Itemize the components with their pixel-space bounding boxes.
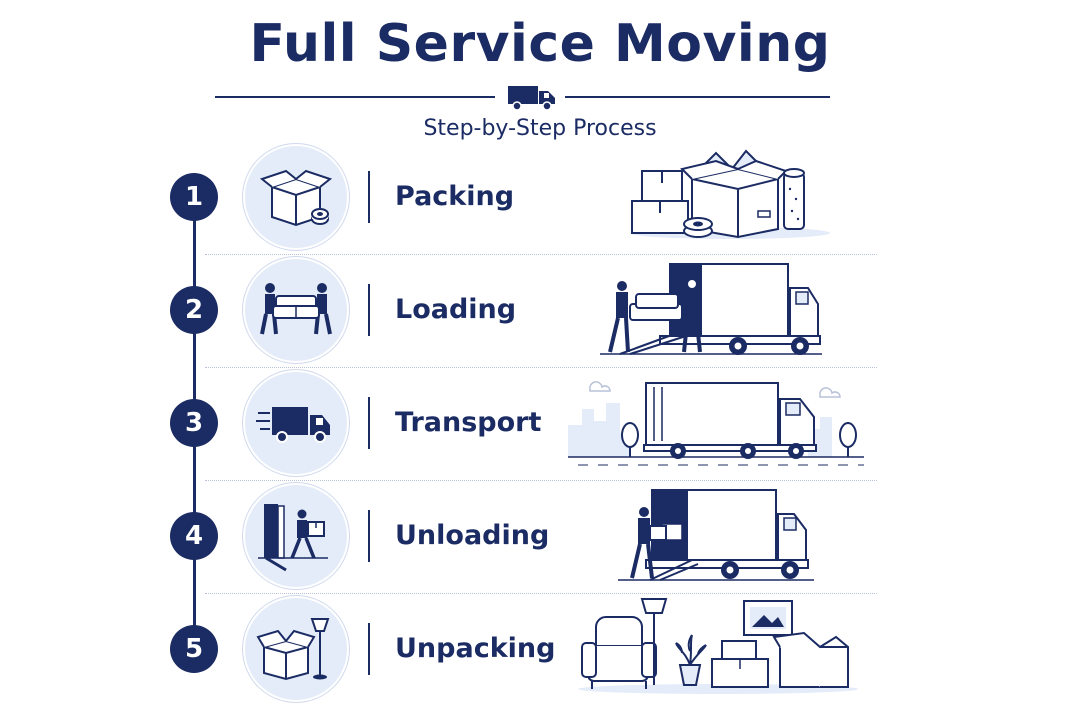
step-icon-circle <box>245 372 347 474</box>
city-truck-illustration <box>568 381 864 466</box>
step-icon-circle <box>245 485 347 587</box>
movers-sofa-icon <box>260 283 332 335</box>
step-divider-bar <box>368 623 370 675</box>
step-number-badge: 2 <box>170 286 218 334</box>
room-illustration <box>578 598 858 694</box>
step-loading: 2 Loading <box>0 254 1080 366</box>
step-separator <box>205 480 877 481</box>
page-title: Full Service Moving <box>249 14 831 74</box>
step-transport: 3 Transport <box>0 367 1080 479</box>
step-unloading: 4 Unloading <box>0 480 1080 592</box>
box-tape-icon <box>259 169 333 227</box>
step-divider-bar <box>368 171 370 223</box>
step-label: Unpacking <box>395 633 556 664</box>
step-label: Unloading <box>395 520 550 551</box>
step-divider-bar <box>368 397 370 449</box>
title-rule-right <box>565 96 830 98</box>
moving-truck-icon <box>256 407 330 443</box>
step-label: Packing <box>395 181 515 212</box>
step-divider-bar <box>368 510 370 562</box>
open-box-lamp-icon <box>256 618 330 681</box>
unloading-truck-illustration <box>618 489 814 581</box>
step-unpacking: 5 Unpacking <box>0 593 1080 705</box>
step-number-badge: 4 <box>170 512 218 560</box>
step-number-badge: 1 <box>170 173 218 221</box>
step-number-badge: 3 <box>170 399 218 447</box>
step-packing: 1 Packing <box>0 141 1080 253</box>
boxes-illustration <box>630 149 830 239</box>
loading-truck-illustration <box>600 263 822 355</box>
step-separator <box>205 593 877 594</box>
step-label: Loading <box>395 294 517 325</box>
step-separator <box>205 254 877 255</box>
step-icon-circle <box>245 598 347 700</box>
step-number-badge: 5 <box>170 625 218 673</box>
step-icon-circle <box>245 146 347 248</box>
truck-icon <box>508 86 555 111</box>
title-rule-left <box>215 96 495 98</box>
mover-ramp-icon <box>258 504 328 572</box>
step-icon-circle <box>245 259 347 361</box>
step-separator <box>205 367 877 368</box>
step-divider-bar <box>368 284 370 336</box>
step-label: Transport <box>395 407 542 438</box>
page-subtitle: Step-by-Step Process <box>423 116 657 141</box>
